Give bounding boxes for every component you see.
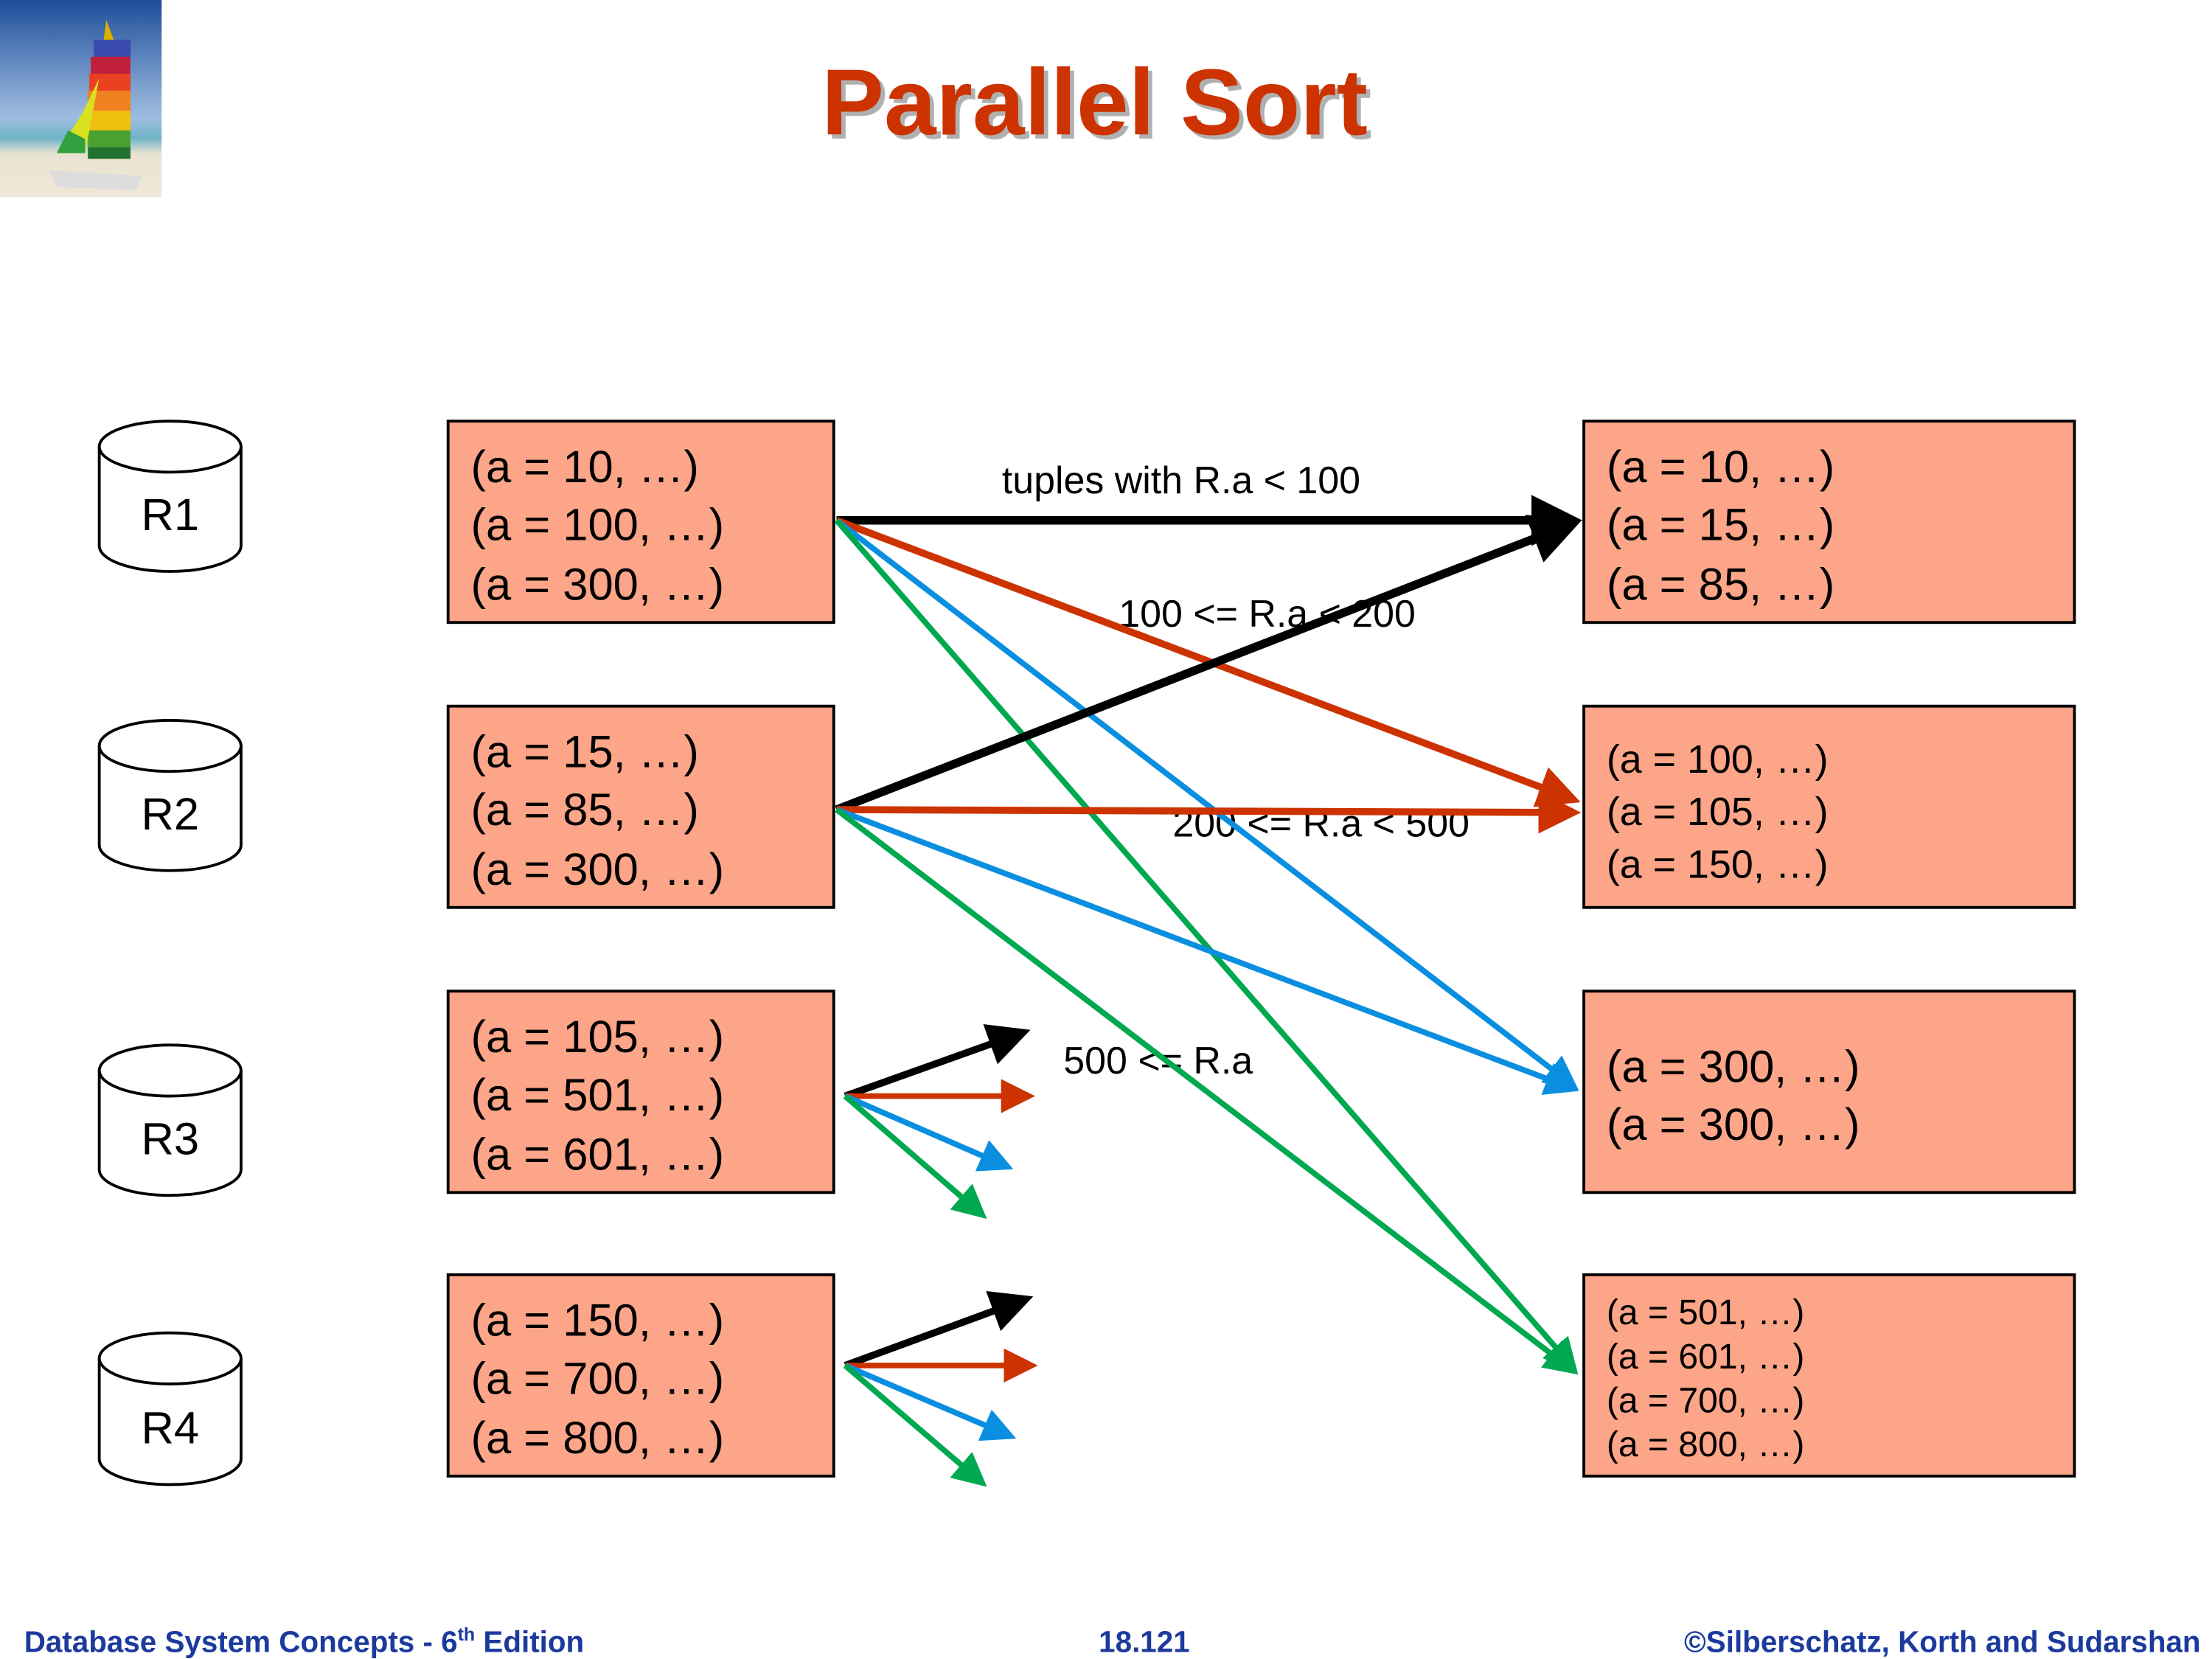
- svg-text:(a = 85, …): (a = 85, …): [1607, 559, 1834, 610]
- svg-text:(a = 105, …): (a = 105, …): [470, 1012, 724, 1062]
- disk-r2: R2: [97, 719, 243, 872]
- svg-text:(a = 700, …): (a = 700, …): [470, 1353, 724, 1404]
- arrow-r1-range3: [835, 518, 1579, 1090]
- arrow-r2-range2: [836, 790, 1582, 834]
- arrow-r3-range1: [844, 1024, 1031, 1100]
- svg-text:(a = 601, …): (a = 601, …): [470, 1130, 724, 1180]
- svg-text:(a = 15, …): (a = 15, …): [470, 726, 698, 777]
- svg-text:(a = 601, …): (a = 601, …): [1607, 1337, 1804, 1377]
- svg-text:(a = 105, …): (a = 105, …): [1607, 790, 1829, 834]
- source-partition-3: (a = 105, …) (a = 501, …) (a = 601, …): [446, 990, 835, 1194]
- dest-partition-2: (a = 100, …) (a = 105, …) (a = 150, …): [1582, 704, 2076, 909]
- svg-text:(a = 100, …): (a = 100, …): [1607, 737, 1829, 782]
- disk-r1: R1: [97, 420, 243, 573]
- arrow-r2-range1: [835, 515, 1582, 814]
- svg-text:R2: R2: [141, 789, 199, 840]
- svg-text:(a = 800, …): (a = 800, …): [1607, 1425, 1804, 1464]
- svg-text:(a = 10, …): (a = 10, …): [1607, 442, 1834, 493]
- svg-text:(a = 501, …): (a = 501, …): [470, 1070, 724, 1121]
- footer-book-title: Database System Concepts - 6th Edition: [24, 1624, 585, 1658]
- arrow-r2-range4: [835, 807, 1579, 1375]
- svg-text:R3: R3: [141, 1113, 199, 1164]
- arrow-r1-range2: [835, 517, 1581, 807]
- svg-text:(a = 300, …): (a = 300, …): [470, 844, 724, 895]
- svg-text:(a = 150, …): (a = 150, …): [470, 1295, 724, 1346]
- svg-text:(a = 150, …): (a = 150, …): [1607, 842, 1829, 886]
- svg-text:R4: R4: [141, 1403, 199, 1454]
- svg-text:(a = 85, …): (a = 85, …): [470, 785, 698, 835]
- arrow-r4-range3: [844, 1363, 1017, 1441]
- disk-r3: R3: [97, 1043, 243, 1197]
- footer-copyright: ©Silberschatz, Korth and Sudarshan: [1684, 1624, 2201, 1658]
- svg-text:(a = 10, …): (a = 10, …): [470, 442, 698, 493]
- footer-page-number: 18.121: [1099, 1624, 1190, 1658]
- svg-text:(a = 501, …): (a = 501, …): [1607, 1293, 1804, 1332]
- dest-partition-3: (a = 300, …) (a = 300, …): [1582, 990, 2076, 1194]
- arrow-r4-range4: [843, 1363, 987, 1487]
- arrow-r1-range4: [834, 518, 1578, 1373]
- page-title: Parallel Sort: [821, 50, 1368, 155]
- source-partition-4: (a = 150, …) (a = 700, …) (a = 800, …): [446, 1273, 835, 1478]
- sailboat-logo: [0, 0, 162, 198]
- svg-text:(a = 300, …): (a = 300, …): [1607, 1099, 1860, 1150]
- redistribution-arrows: [834, 495, 1583, 1487]
- arrow-r4-range1: [844, 1291, 1034, 1369]
- arrow-r2-range3: [835, 807, 1579, 1095]
- source-partition-1: (a = 10, …) (a = 100, …) (a = 300, …): [446, 420, 835, 625]
- svg-text:(a = 300, …): (a = 300, …): [1607, 1041, 1860, 1092]
- source-partition-2: (a = 15, …) (a = 85, …) (a = 300, …): [446, 704, 835, 909]
- svg-text:(a = 800, …): (a = 800, …): [470, 1413, 724, 1464]
- svg-text:R1: R1: [141, 490, 199, 540]
- range-label-4: 500 <= R.a: [1063, 1040, 1253, 1082]
- arrow-r3-range3: [844, 1093, 1014, 1172]
- dest-partition-1: (a = 10, …) (a = 15, …) (a = 85, …): [1582, 420, 2076, 625]
- svg-text:(a = 300, …): (a = 300, …): [470, 559, 724, 610]
- dest-partition-4: (a = 501, …) (a = 601, …) (a = 700, …) (…: [1582, 1273, 2076, 1478]
- range-label-1: tuples with R.a < 100: [1002, 459, 1360, 502]
- svg-text:(a = 700, …): (a = 700, …): [1607, 1380, 1804, 1420]
- disk-r4: R4: [97, 1331, 243, 1486]
- svg-text:(a = 15, …): (a = 15, …): [1607, 500, 1834, 551]
- svg-text:(a = 100, …): (a = 100, …): [470, 500, 724, 551]
- arrow-r3-range4: [843, 1093, 987, 1220]
